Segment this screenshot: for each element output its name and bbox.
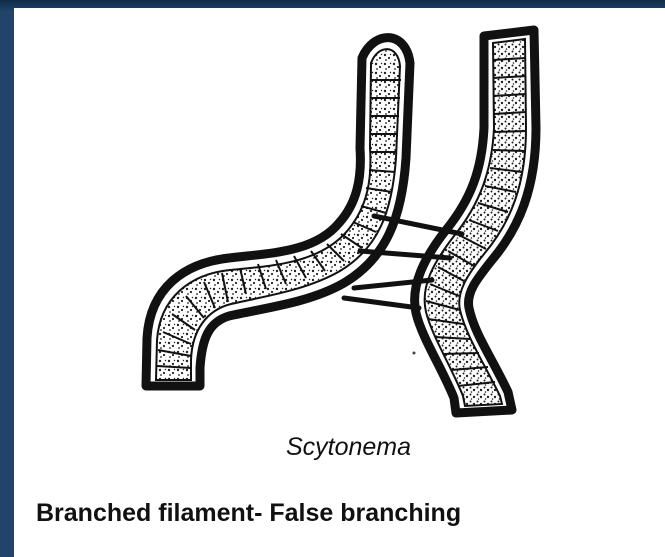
figure-caption: Branched filament- False branching (36, 499, 461, 528)
speck (413, 352, 416, 355)
content-panel: Scytonema Branched filament- False branc… (14, 8, 665, 557)
species-label: Scytonema (14, 433, 665, 462)
scytonema-illustration (14, 8, 665, 438)
